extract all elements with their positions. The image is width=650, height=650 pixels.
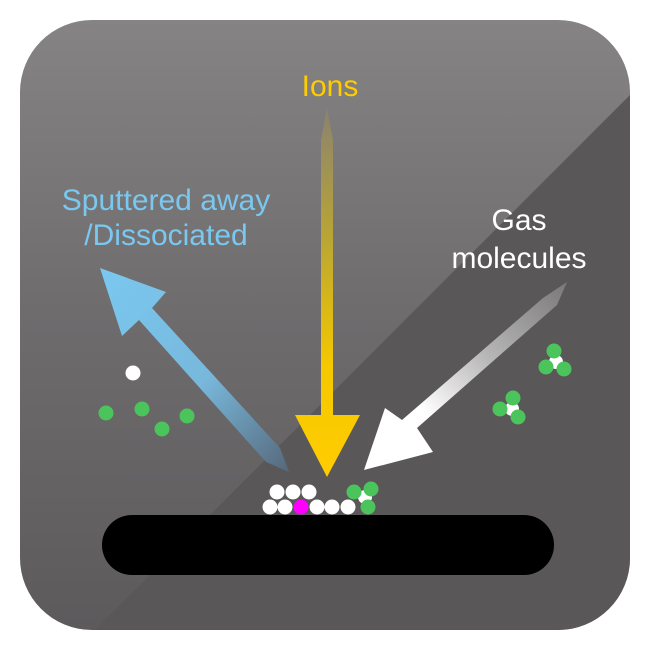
atom-magenta bbox=[293, 499, 309, 515]
atom-green bbox=[179, 408, 195, 424]
gas-molecule bbox=[538, 343, 572, 377]
gas-molecule bbox=[492, 390, 526, 425]
atom-white bbox=[324, 499, 340, 515]
sputtered-label-line2: /Dissociated bbox=[84, 219, 247, 252]
atom-white bbox=[262, 499, 278, 515]
substrate bbox=[102, 515, 554, 575]
atom-green bbox=[98, 405, 114, 421]
gas-label-line2: molecules bbox=[451, 242, 586, 275]
atom-white bbox=[277, 499, 293, 515]
adsorbed-molecule bbox=[346, 481, 379, 515]
gas-arrow bbox=[364, 282, 567, 470]
sputtered-label-line1: Sputtered away bbox=[62, 184, 270, 217]
panel-diagonal-shade bbox=[95, 95, 630, 630]
atom-white bbox=[125, 365, 141, 381]
gas-label-line1: Gas bbox=[491, 204, 546, 237]
ions-label: Ions bbox=[302, 70, 359, 103]
surface-atoms bbox=[262, 484, 356, 515]
atom-green bbox=[134, 401, 150, 417]
atom-white bbox=[340, 499, 356, 515]
atom-white bbox=[269, 484, 285, 500]
sputtered-arrow bbox=[100, 268, 289, 472]
atom-green bbox=[154, 421, 170, 437]
atom-white bbox=[285, 484, 301, 500]
atom-white bbox=[301, 484, 317, 500]
ion-arrow bbox=[295, 108, 360, 477]
atom-white bbox=[309, 499, 325, 515]
sputtered-particles bbox=[98, 365, 195, 437]
